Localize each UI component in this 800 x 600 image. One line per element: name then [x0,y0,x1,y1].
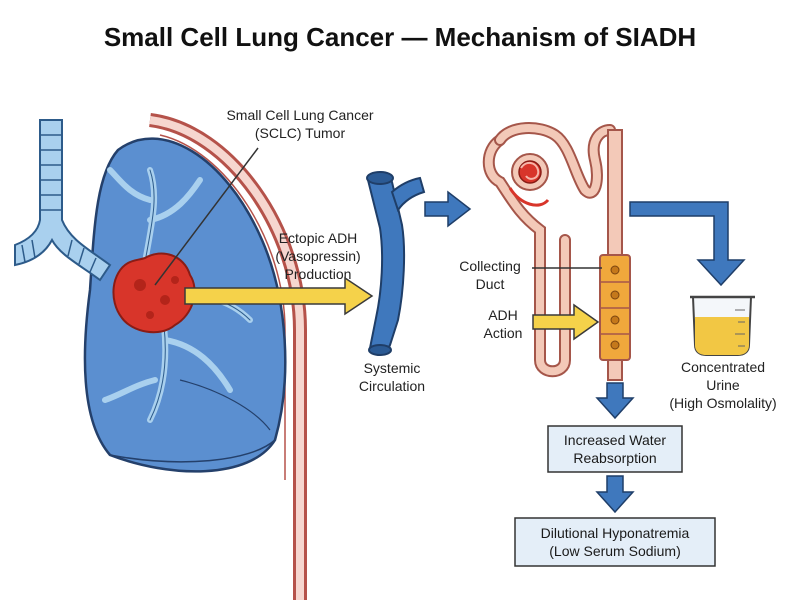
circulation-to-kidney-arrow [424,190,472,228]
ectopic-label-line1: Ectopic ADH [279,230,358,246]
urine-label-line1: Concentrated [681,359,765,375]
down-arrow-to-hyponatremia [595,475,635,514]
nephron [482,122,616,378]
ectopic-label-line2: (Vasopressin) [275,248,360,264]
chest-wall [148,113,307,600]
duct-to-urine-arrow [629,201,746,287]
reabsorption-box [547,425,683,473]
diagram-title: Small Cell Lung Cancer — Mechanism of SI… [103,22,697,52]
urine-label-line2: Urine [706,377,740,393]
sclc-tumor [112,252,196,334]
tumor-label-line1: Small Cell Lung Cancer [226,107,373,123]
urine-beaker [690,295,755,356]
trachea [14,119,112,282]
reabsorption-text-line2: Reabsorption [573,450,656,466]
blood-vessel [366,171,426,356]
down-arrow-to-reabsorption [595,382,635,420]
systemic-label-line1: Systemic [364,360,421,376]
hyponatremia-box [514,517,716,567]
hyponatremia-text-line1: Dilutional Hyponatremia [541,525,690,541]
adh-action-label-line1: ADH [488,307,518,323]
ectopic-label-line3: Production [285,266,352,282]
collecting-label-line2: Duct [476,276,505,292]
urine-label-line3: (High Osmolality) [669,395,776,411]
systemic-label-line2: Circulation [359,378,425,394]
adh-action-label-line2: Action [484,325,523,341]
tumor-leader-line [154,147,259,286]
reabsorption-text-line1: Increased Water [564,432,667,448]
hyponatremia-text-line2: (Low Serum Sodium) [549,543,681,559]
collecting-label-line1: Collecting [459,258,520,274]
adh-production-arrow [184,276,374,316]
adh-action-arrow [532,303,600,341]
collecting-duct [599,129,631,381]
tumor-label-line2: (SCLC) Tumor [255,125,346,141]
